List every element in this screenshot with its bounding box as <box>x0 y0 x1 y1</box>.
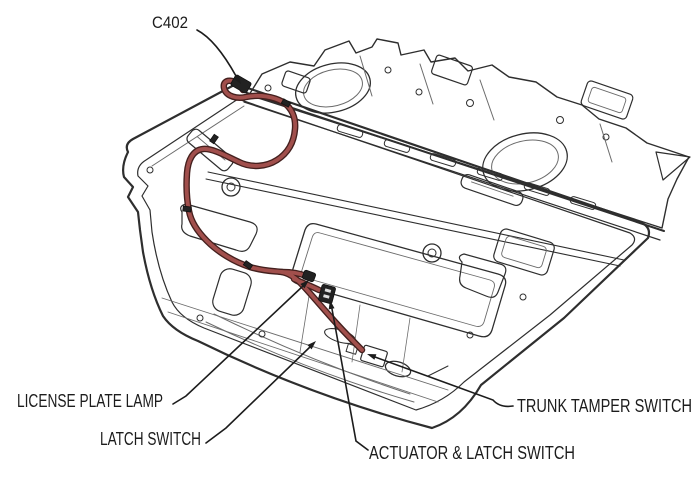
bottom-lip-line <box>205 321 415 403</box>
hinge-arm-right <box>460 173 524 207</box>
top-lip-line <box>151 105 245 167</box>
arrowhead-c402 <box>233 74 241 84</box>
latch-assembly <box>345 343 449 378</box>
leader-trunk-tamper-switch <box>374 356 514 408</box>
harness-spur-actuator <box>292 277 321 292</box>
label-trunk-tamper-switch: TRUNK TAMPER SWITCH <box>517 396 692 416</box>
arrowhead-actuator-latch-switch <box>328 300 335 310</box>
shelf-pad <box>430 54 474 86</box>
leader-license-plate-lamp <box>172 285 304 405</box>
shelf-ribs <box>359 55 613 163</box>
wiring-harness <box>182 74 366 354</box>
panel-creases <box>161 289 449 403</box>
leader-c402 <box>196 29 237 77</box>
shelf-bolt-holes <box>264 66 610 141</box>
torsion-bar <box>207 171 625 261</box>
panel-cutout-right <box>458 253 507 298</box>
panel-pad-right <box>493 228 555 276</box>
package-shelf-panel <box>248 38 691 229</box>
label-c402: C402 <box>152 14 188 32</box>
label-actuator-latch-switch: ACTUATOR & LATCH SWITCH <box>369 443 575 463</box>
trunk-lid-inner-panel <box>122 82 651 430</box>
license-plate-pocket-inner <box>301 232 495 327</box>
harness-main-outline <box>183 77 366 354</box>
harness-main <box>184 78 364 352</box>
panel-cutout-lower-left <box>212 268 252 316</box>
leader-latch-switch <box>205 345 312 444</box>
label-latch-switch: LATCH SWITCH <box>100 429 201 449</box>
license-plate-pocket <box>290 222 507 338</box>
arrowhead-license-plate-lamp <box>300 280 309 289</box>
hinge-beam <box>243 92 665 241</box>
shelf-pad <box>580 80 634 120</box>
arrowhead-latch-switch <box>307 341 316 350</box>
actuator-connector <box>318 284 336 304</box>
license-lamp-connector <box>301 269 317 283</box>
speaker-hole-right <box>482 132 568 192</box>
leader-actuator-latch-switch <box>331 308 369 451</box>
speaker-hole-left <box>295 62 371 114</box>
panel-cutout-left <box>180 203 258 252</box>
shelf-corner-gusset <box>655 151 691 181</box>
arrowhead-trunk-tamper-switch <box>367 354 377 360</box>
trunk-lid-outline <box>122 82 651 430</box>
callout-labels: C402 LICENSE PLATE LAMP LATCH SWITCH ACT… <box>17 14 692 463</box>
shelf-pad <box>281 70 311 94</box>
bolt-holes <box>146 166 527 339</box>
beam-slots <box>336 124 597 210</box>
bottom-lip-line <box>213 313 411 395</box>
trunk-lid-inner-edge <box>137 98 636 411</box>
label-license-plate-lamp: LICENSE PLATE LAMP <box>17 391 163 411</box>
callout-leaders <box>172 29 514 451</box>
torsion-bar <box>205 178 621 267</box>
harness-clips <box>182 98 292 270</box>
grommet <box>221 177 442 263</box>
